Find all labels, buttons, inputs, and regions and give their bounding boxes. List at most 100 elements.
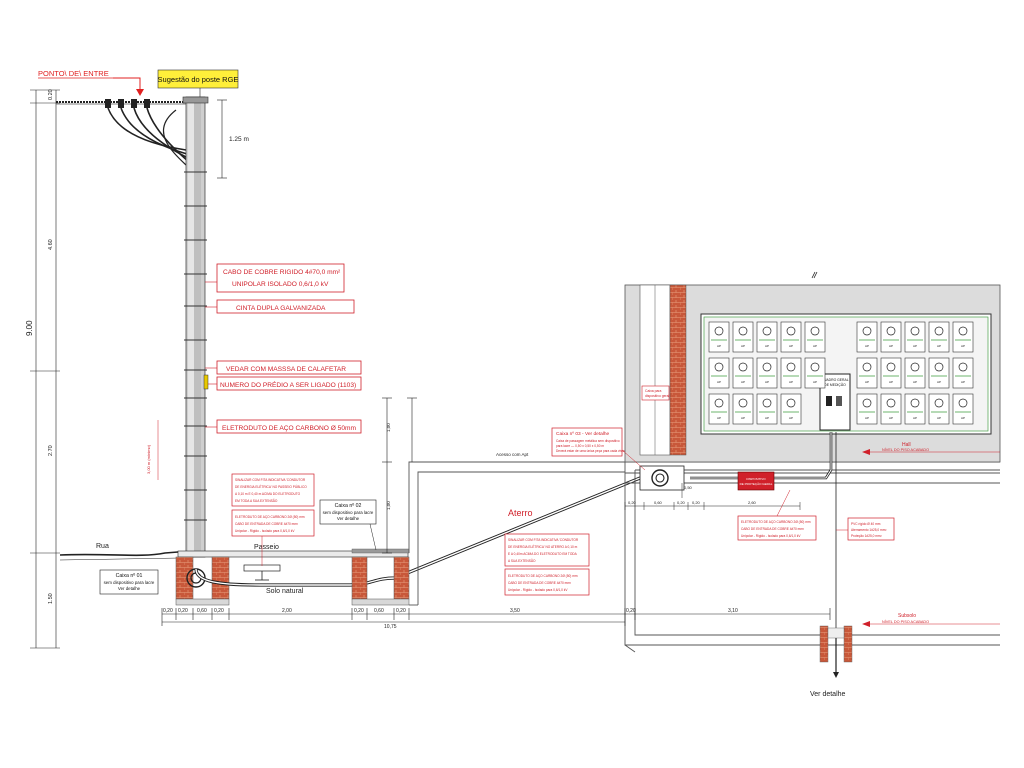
meter-cell (904, 393, 926, 425)
meter-cell (732, 393, 754, 425)
dim-b-10: 3,10 (728, 608, 738, 614)
protection-device: DISPOSITIVO DE PROTEÇÃO GERAL (737, 471, 775, 491)
svg-text:PONTO\ DE\ ENTRE: PONTO\ DE\ ENTRE (38, 69, 109, 78)
meter-unit-label: AP (765, 344, 769, 348)
meter-dial-icon (810, 362, 820, 372)
right-conduit-note: ELETRODUTO DE AÇO CARBONO 2Ø (50) mm CAB… (737, 489, 817, 541)
svg-text:CABO DE ENTRADA DE COBRE 4#70: CABO DE ENTRADA DE COBRE 4#70 mm² (741, 527, 804, 531)
bottom-dimension-chain (161, 608, 831, 626)
dim-mid-1: 1,00 (386, 423, 391, 432)
dim-r-4: 2,60 (748, 500, 757, 505)
meter-unit-label: AP (765, 416, 769, 420)
svg-text:CINTA DUPLA GALVANIZADA: CINTA DUPLA GALVANIZADA (236, 305, 326, 312)
natural-soil-label: Solo natural (266, 588, 304, 595)
meter-dial-icon (862, 398, 872, 408)
svg-text:CABO DE COBRE RIGIDO 4#70,0 mm: CABO DE COBRE RIGIDO 4#70,0 mm² (223, 269, 341, 276)
box-2-label: Caixa nº 02 sem dispositivo para lacre V… (319, 499, 377, 551)
inspection-box-2 (351, 548, 410, 606)
svg-text:sem dispositivo para lacre: sem dispositivo para lacre (104, 580, 155, 585)
meter-unit-label: AP (889, 380, 893, 384)
meter-cell (856, 321, 878, 353)
svg-text:Unipolar - Rígido - Isolado pa: Unipolar - Rígido - Isolado para 0,6/1,0… (741, 534, 801, 538)
pole-top-dimension (217, 99, 227, 179)
meter-dial-icon (886, 326, 896, 336)
svg-text:A 0,10 m E 0,40 m ACIMA DO ELE: A 0,10 m E 0,40 m ACIMA DO ELETRODUTO (235, 492, 301, 496)
meter-unit-label: AP (813, 380, 817, 384)
meter-dial-icon (714, 362, 724, 372)
meter-cell (780, 393, 802, 425)
meter-riser (690, 432, 837, 650)
meter-unit-label: AP (741, 380, 745, 384)
dim-b-1: 0,20 (178, 608, 188, 614)
meter-unit-label: AP (717, 416, 721, 420)
svg-text:ELETRODUTO DE AÇO CARBONO 2Ø (: ELETRODUTO DE AÇO CARBONO 2Ø (50) mm (741, 520, 811, 524)
dim-1-50: 1.50 (48, 593, 54, 604)
pole-suggestion-label: Sugestão do poste RGE (158, 69, 238, 97)
meter-cell (928, 393, 950, 425)
svg-text:PVC rígido Ø 40 mm: PVC rígido Ø 40 mm (851, 522, 881, 526)
dim-b-8: 3,50 (510, 608, 520, 614)
ground-profile (59, 550, 409, 561)
svg-text:Unipolar - Rígido - Isolado pa: Unipolar - Rígido - Isolado para 0,6/1,0… (235, 529, 295, 533)
meter-unit-label: AP (937, 344, 941, 348)
svg-text:Caixa nº 03 - Ver detalhe: Caixa nº 03 - Ver detalhe (556, 431, 610, 437)
fill-label: Aterro (508, 508, 533, 518)
meter-dial-icon (786, 326, 796, 336)
meter-cell (780, 357, 802, 389)
meter-dial-icon (714, 398, 724, 408)
svg-text:dispositivo geral: dispositivo geral (645, 394, 670, 398)
meter-cell (880, 393, 902, 425)
meter-dial-icon (958, 398, 968, 408)
meter-unit-label: AP (961, 416, 965, 420)
svg-text:Caixa nº 02: Caixa nº 02 (335, 503, 362, 509)
dim-mid-2: 1,00 (386, 501, 391, 510)
meter-unit-label: AP (913, 344, 917, 348)
meter-dial-icon (786, 398, 796, 408)
meter-cell (756, 321, 778, 353)
meter-unit-label: AP (937, 380, 941, 384)
wall-box-note: Caixa para dispositivo geral (641, 385, 670, 401)
meter-cell (952, 357, 974, 389)
meter-dial-icon (862, 362, 872, 372)
meter-unit-label: AP (765, 380, 769, 384)
meter-cell (904, 357, 926, 389)
svg-text:NÍVEL DO PISO ACABADO: NÍVEL DO PISO ACABADO (882, 620, 929, 624)
svg-text:DE ENERGIA ELÉTRICA' NO PASSEI: DE ENERGIA ELÉTRICA' NO PASSEIO PÚBLICO (235, 484, 307, 489)
meter-dial-icon (958, 362, 968, 372)
ground-rod-marker (243, 564, 281, 581)
meter-dial-icon (738, 326, 748, 336)
meter-unit-label: AP (717, 380, 721, 384)
svg-text:Deverá estar de uma única peça: Deverá estar de uma única peça para cada… (556, 449, 625, 453)
svg-text:Caixa para: Caixa para (645, 389, 662, 393)
svg-text:sem dispositivo para lacre: sem dispositivo para lacre (323, 510, 374, 515)
pole-note-cable: CABO DE COBRE RIGIDO 4#70,0 mm² UNIPOLAR… (205, 263, 345, 293)
svg-text:DISPOSITIVO: DISPOSITIVO (746, 477, 766, 481)
meter-dial-icon (910, 398, 920, 408)
meter-cell (880, 321, 902, 353)
basement-level-marker: Subsolo NÍVEL DO PISO ACABADO (862, 613, 1000, 627)
meter-unit-label: AP (741, 344, 745, 348)
meter-cell (756, 357, 778, 389)
svg-text:SINALIZAR COM FITA INDICATIVA: SINALIZAR COM FITA INDICATIVA 'CONDUTOR (235, 478, 306, 482)
dim-9-00: 9.00 (25, 320, 34, 336)
box-1-label: Caixa nº 01 sem dispositivo para lacre V… (99, 569, 159, 595)
inspection-box-3 (639, 465, 685, 491)
box-3-label: Caixa nº 03 - Ver detalhe Caixa de passa… (551, 427, 646, 471)
pole-note-seal: VEDAR COM MASSSA DE CALAFETAR (205, 360, 362, 375)
meter-cell (952, 393, 974, 425)
svg-text:DE MEDIÇÃO: DE MEDIÇÃO (824, 382, 846, 387)
inspection-box-1 (175, 556, 230, 606)
left-signal-note: SINALIZAR COM FITA INDICATIVA 'CONDUTOR … (231, 473, 315, 507)
meter-cell (732, 321, 754, 353)
meter-dial-icon (738, 398, 748, 408)
meter-dial-icon (714, 326, 724, 336)
utility-pole (182, 96, 209, 558)
svg-text:para lacre — 0,50 x 0,50 x 0,5: para lacre — 0,50 x 0,50 x 0,50 m (556, 444, 604, 448)
hall-level-marker: Hall NÍVEL DO PISO ACABADO (862, 442, 1000, 455)
svg-text:NUMERO DO PRÉDIO A SER LIGADO: NUMERO DO PRÉDIO A SER LIGADO (1103) (220, 380, 356, 389)
meter-unit-label: AP (789, 416, 793, 420)
meter-dial-icon (910, 362, 920, 372)
svg-text:Caixa nº 01: Caixa nº 01 (116, 573, 143, 579)
meter-dial-icon (762, 398, 772, 408)
